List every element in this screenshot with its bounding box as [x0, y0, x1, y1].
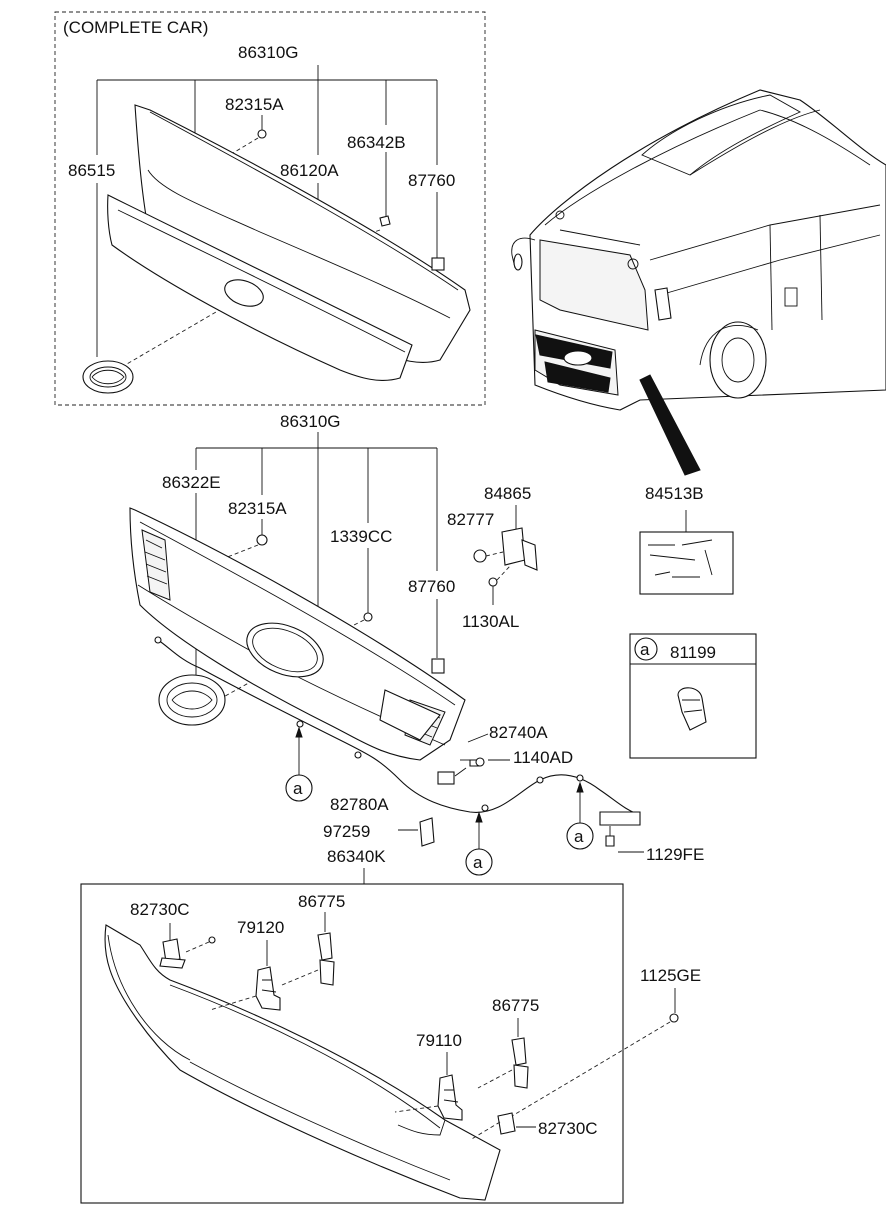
callout-a-3: [566, 822, 594, 850]
label-86322E: 86322E: [162, 473, 221, 492]
label-81199: 81199: [670, 643, 716, 662]
clip-81199-icon: [677, 687, 707, 731]
callout-a-2-text: a: [473, 853, 483, 872]
label-79110: 79110: [416, 1031, 462, 1050]
callout-a-1: [285, 774, 313, 802]
label-79120: 79120: [237, 918, 284, 937]
label-97259: 97259: [323, 822, 370, 841]
label-86120A-top: 86120A: [280, 161, 339, 180]
label-86310G-top: 86310G: [238, 43, 299, 62]
callout-a-box: [634, 637, 658, 661]
label-86515-top: 86515: [68, 161, 115, 180]
label-82777: 82777: [447, 510, 494, 529]
clip-81199-box: [629, 633, 757, 759]
label-86775-upper: 86775: [298, 892, 345, 911]
label-86310G-mid: 86310G: [280, 412, 341, 431]
label-1125GE: 1125GE: [640, 966, 701, 985]
label-87760-top: 87760: [408, 171, 455, 190]
label-82730C-left: 82730C: [130, 900, 190, 919]
middle-grille-assembly: [129, 507, 466, 761]
label-82730C-right: 82730C: [538, 1119, 598, 1138]
label-82780A: 82780A: [330, 795, 389, 814]
top-grille-assembly: [82, 104, 471, 394]
label-86340K: 86340K: [327, 847, 386, 866]
bumper-assembly: [104, 912, 679, 1201]
label-1130AL: 1130AL: [462, 612, 519, 631]
bumper-86340K-box: [80, 883, 624, 1204]
label-87760-mid: 87760: [408, 577, 455, 596]
callout-a-1-text: a: [293, 779, 303, 798]
label-84865: 84865: [484, 484, 531, 503]
bus-illustration: [511, 89, 886, 595]
label-82315A-top: 82315A: [225, 95, 284, 114]
label-1140AD: 1140AD: [513, 748, 573, 767]
label-86342B-top: 86342B: [347, 133, 406, 152]
cable-assembly: [154, 636, 641, 826]
bracket-84865-group: [473, 505, 538, 605]
complete-car-box: [54, 11, 486, 406]
label-1339CC: 1339CC: [330, 527, 392, 546]
callout-a-2: [465, 848, 493, 876]
label-82315A-mid: 82315A: [228, 499, 287, 518]
label-86775-lower: 86775: [492, 996, 539, 1015]
complete-car-title: (COMPLETE CAR): [63, 18, 208, 37]
callout-a-3-text: a: [574, 827, 584, 846]
callout-a-box-text: a: [640, 640, 650, 659]
label-84513B: 84513B: [645, 484, 704, 503]
small-parts-mid: [398, 757, 644, 853]
label-82740A: 82740A: [489, 723, 548, 742]
label-1129FE: 1129FE: [646, 845, 704, 864]
callout-markers: a a a: [285, 726, 594, 876]
